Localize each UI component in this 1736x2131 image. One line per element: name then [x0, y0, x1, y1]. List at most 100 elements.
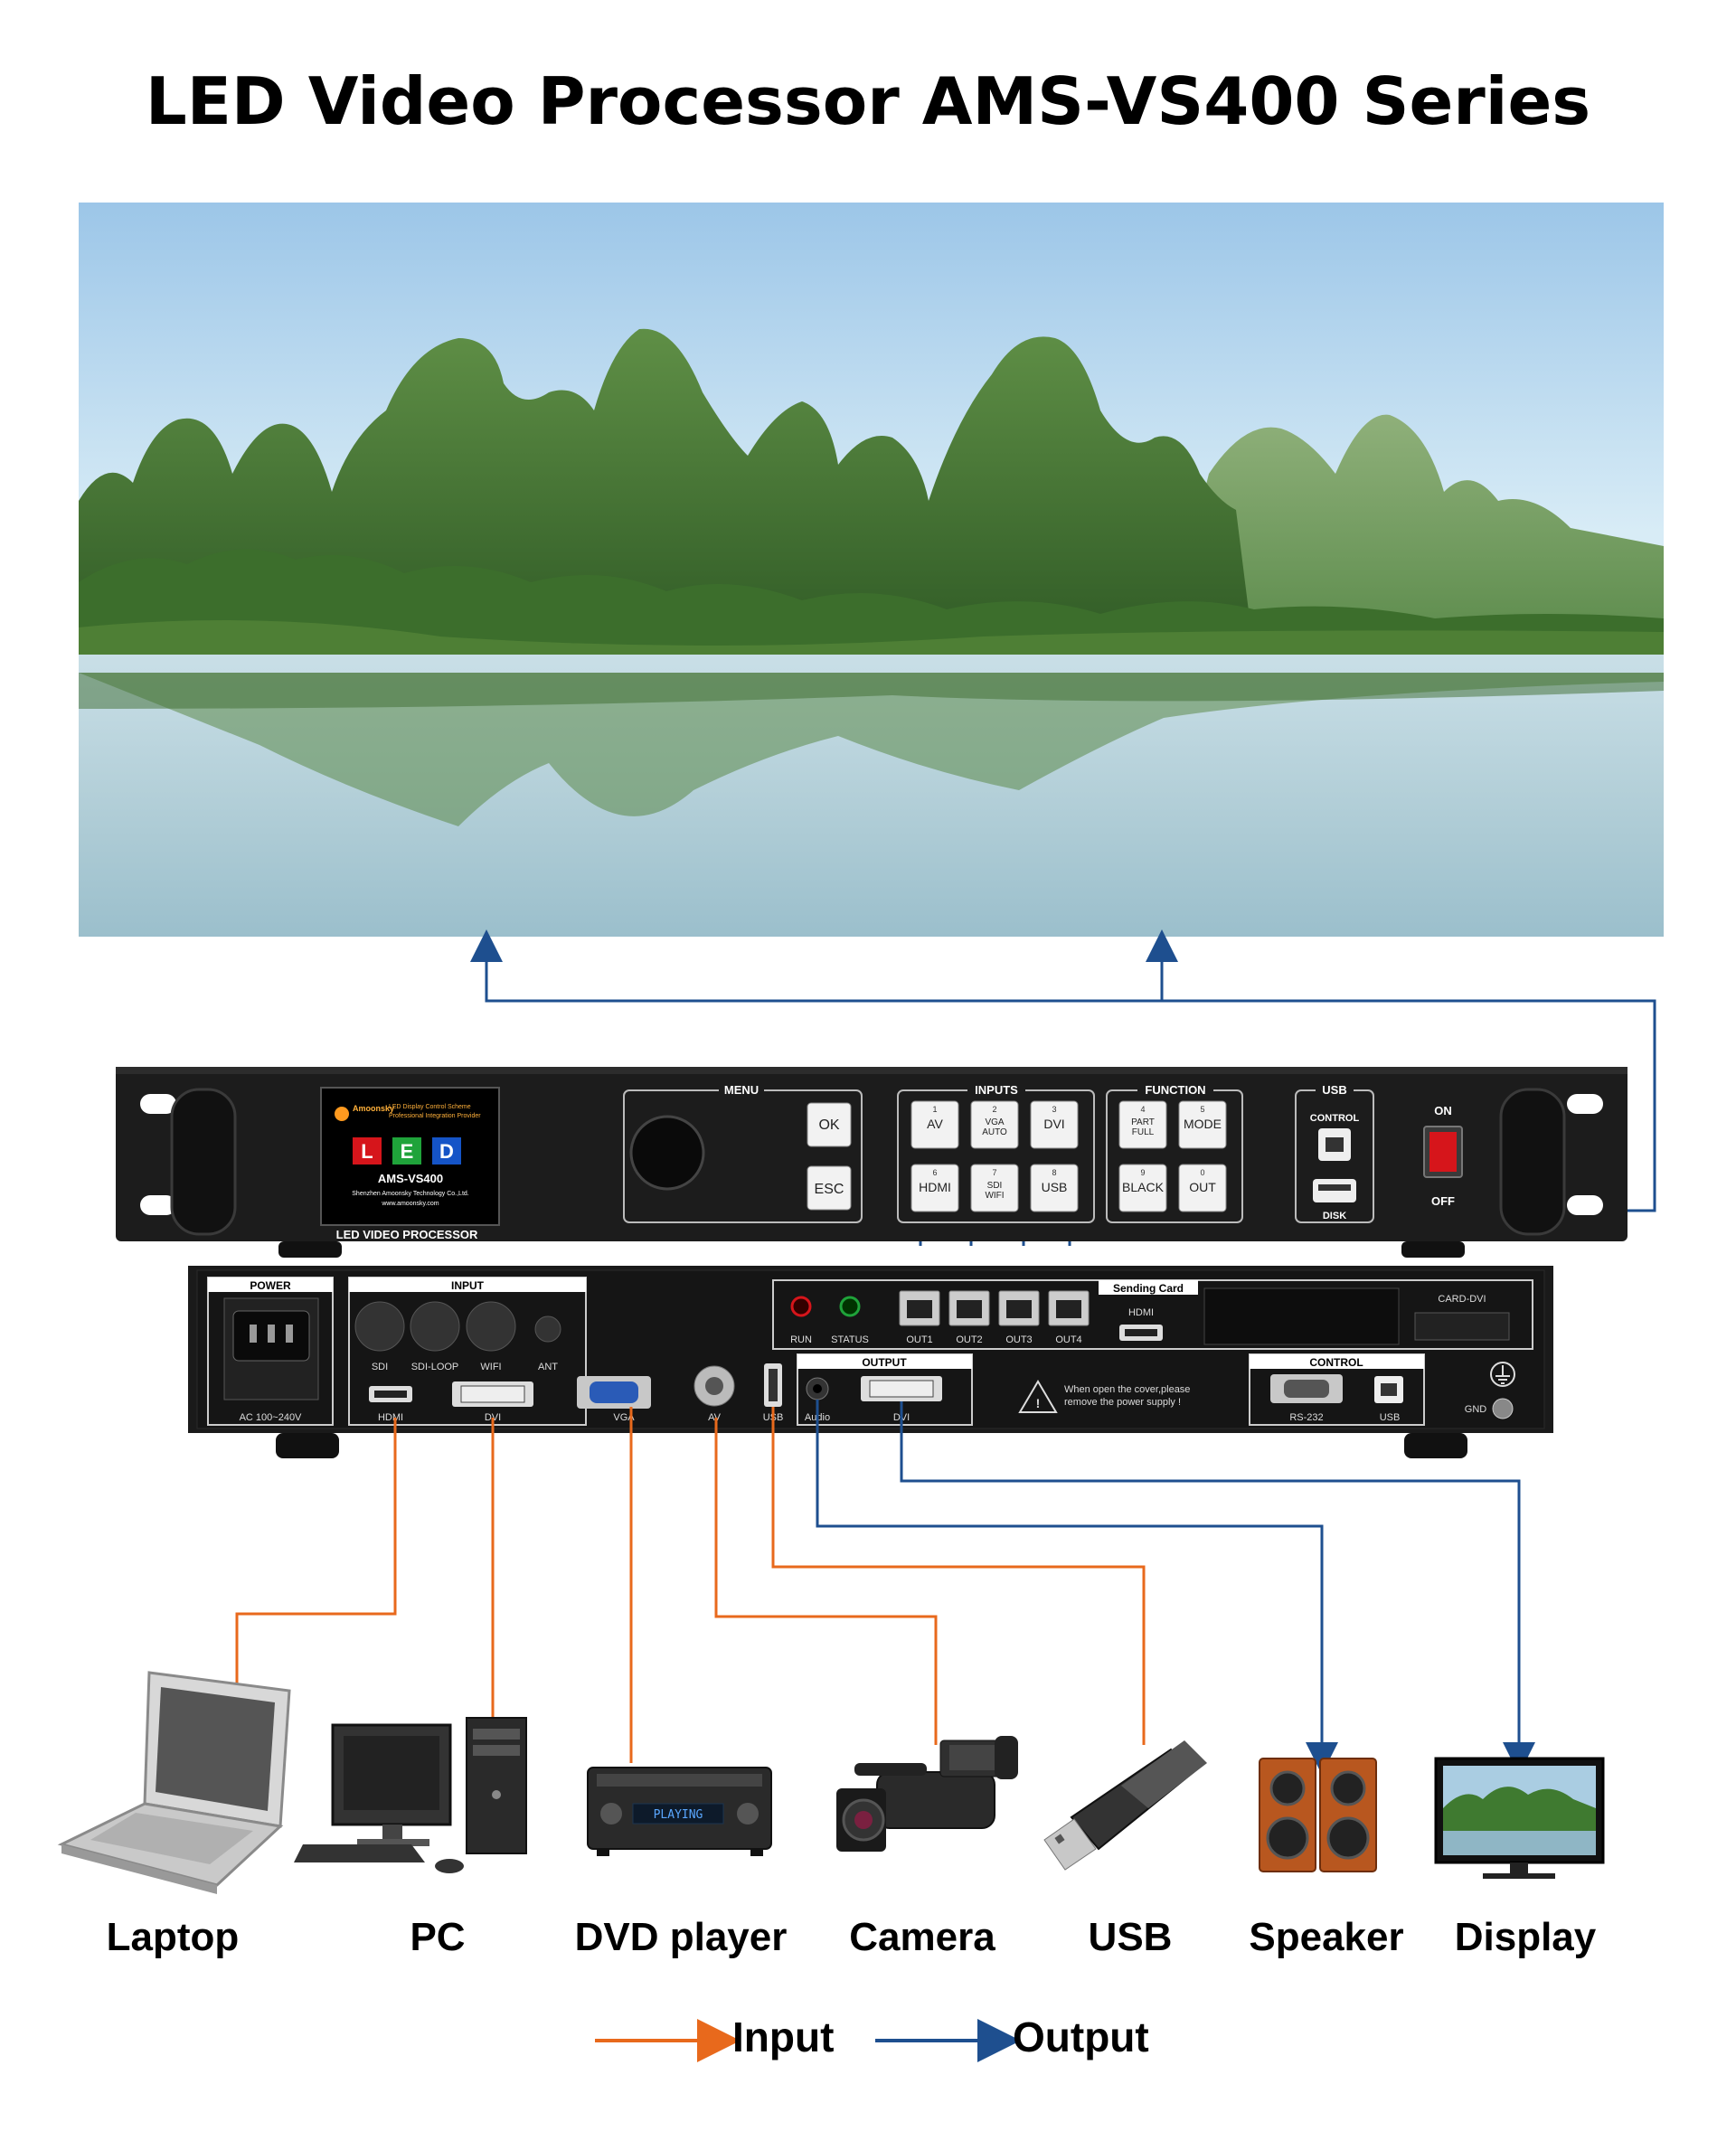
ok-button[interactable]: OK	[807, 1102, 852, 1147]
sdi-loop-port[interactable]	[410, 1301, 460, 1352]
brand-text: Amoonsky	[353, 1104, 394, 1113]
input-button-2-label: AUTO	[982, 1127, 1007, 1137]
ground-symbol-icon	[1490, 1362, 1515, 1387]
warning-icon	[1018, 1380, 1058, 1413]
warning-line-1: When open the cover,please	[1064, 1384, 1190, 1395]
rj45-label-out4: OUT4	[1055, 1334, 1081, 1345]
wifi-label: WIFI	[480, 1362, 501, 1372]
svg-text:!: !	[1036, 1396, 1041, 1410]
run-label: RUN	[790, 1334, 812, 1345]
device-label-dvd-player: DVD player	[574, 1915, 788, 1959]
esc-button-label: ESC	[815, 1182, 844, 1197]
control-label: CONTROL	[1309, 1356, 1363, 1369]
input-button-3-number: 3	[1052, 1105, 1056, 1114]
gnd-label: GND	[1465, 1404, 1487, 1415]
ground-screw[interactable]	[1492, 1398, 1514, 1419]
rj45-port-out1[interactable]	[899, 1290, 940, 1326]
legend-input-label: Input	[732, 2013, 835, 2060]
menu-label: MENU	[724, 1083, 759, 1097]
rj45-port-out3[interactable]	[998, 1290, 1040, 1326]
rear-panel: POWER AC 100~240V INPUT SDI SDI-LOOP WIF…	[188, 1266, 1553, 1458]
function-button-5-number: 5	[1200, 1105, 1204, 1114]
usb-line	[771, 1407, 1146, 1745]
legend-output-label: Output	[1013, 2013, 1149, 2060]
website: www.amoonsky.com	[381, 1201, 439, 1207]
power-label: POWER	[250, 1279, 291, 1292]
input-button-7-label: SDI	[987, 1181, 1003, 1191]
input-button-8-number: 8	[1052, 1168, 1056, 1177]
camera-line	[714, 1418, 938, 1745]
function-button-9-label: BLACK	[1122, 1180, 1165, 1194]
dvd-display-text: PLAYING	[654, 1808, 703, 1822]
input-button-2-number: 2	[992, 1105, 996, 1114]
input-button-3-label: DVI	[1043, 1117, 1064, 1131]
sdi-label: SDI	[372, 1362, 388, 1372]
input-label: INPUT	[451, 1279, 485, 1292]
front-caption: LED VIDEO PROCESSOR	[336, 1228, 478, 1241]
sdi-loop-label: SDI-LOOP	[411, 1362, 459, 1372]
switch-on-label: ON	[1434, 1104, 1452, 1117]
warning-line-2: remove the power supply !	[1064, 1397, 1181, 1408]
device-label-pc: PC	[410, 1915, 466, 1959]
pc-icon	[294, 1717, 527, 1873]
input-button-6-number: 6	[932, 1168, 937, 1177]
ok-button-label: OK	[818, 1117, 839, 1133]
output-label: OUTPUT	[862, 1356, 907, 1369]
input-connection-lines	[235, 1407, 1146, 1763]
led-screen-landscape-image	[79, 203, 1664, 937]
usb-drive-icon	[1043, 1740, 1207, 1871]
usb-group-label: USB	[1322, 1083, 1346, 1097]
led-letter-d: D	[439, 1140, 454, 1163]
sdi-port[interactable]	[354, 1301, 405, 1352]
model-name: AMS-VS400	[378, 1172, 443, 1185]
rj45-port-out2[interactable]	[948, 1290, 990, 1326]
av-label: AV	[708, 1412, 722, 1423]
input-button-7-number: 7	[992, 1168, 996, 1177]
function-button-4-label: PART	[1131, 1117, 1155, 1127]
power-rating: AC 100~240V	[240, 1412, 302, 1423]
input-button-6-label: HDMI	[919, 1180, 951, 1194]
wifi-port[interactable]	[466, 1301, 516, 1352]
function-button-0-label: OUT	[1189, 1180, 1216, 1194]
device-label-laptop: Laptop	[106, 1915, 240, 1959]
card-dvi-label: CARD-DVI	[1438, 1294, 1486, 1305]
menu-knob[interactable]	[629, 1115, 705, 1191]
antenna-port[interactable]	[534, 1315, 561, 1343]
device-label-speaker: Speaker	[1249, 1915, 1404, 1959]
input-button-2-label: VGA	[985, 1117, 1004, 1127]
usb-disk-label: DISK	[1323, 1211, 1346, 1221]
switch-off-label: OFF	[1431, 1194, 1455, 1208]
company-name: Shenzhen Amoonsky Technology Co.,Ltd.	[352, 1191, 469, 1197]
status-label: STATUS	[831, 1334, 869, 1345]
output-connection-lines	[816, 1400, 1535, 1775]
rj45-label-out3: OUT3	[1005, 1334, 1032, 1345]
vga-label: VGA	[613, 1412, 635, 1423]
display-icon	[1434, 1757, 1605, 1879]
function-label: FUNCTION	[1145, 1083, 1205, 1097]
page-title: LED Video Processor AMS-VS400 Series	[145, 63, 1591, 139]
camera-icon	[836, 1736, 1018, 1852]
function-button-4-label: FULL	[1132, 1127, 1155, 1137]
device-label-camera: Camera	[849, 1915, 995, 1959]
rj45-port-out4[interactable]	[1048, 1290, 1090, 1326]
input-button-8-label: USB	[1042, 1180, 1068, 1194]
input-button-7-label: WIFI	[985, 1191, 1004, 1201]
usb-control-label: CONTROL	[1310, 1113, 1360, 1124]
esc-button[interactable]: ESC	[807, 1165, 852, 1211]
rs232-label: RS-232	[1289, 1412, 1323, 1423]
input-button-1[interactable]: 1AV	[910, 1100, 959, 1149]
rj45-label-out1: OUT1	[906, 1334, 932, 1345]
